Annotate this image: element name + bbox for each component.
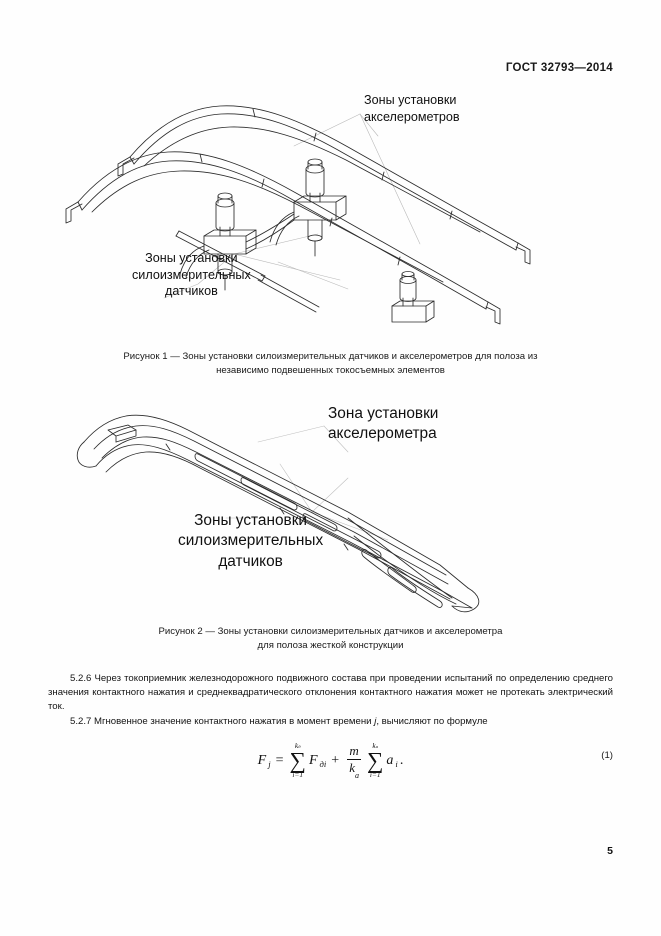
figure-2-accel-line2: акселерометра	[328, 425, 437, 443]
formula-fraction-numerator: m	[349, 743, 359, 759]
formula-sum-2-lower: i=1	[369, 769, 381, 779]
figure-1-accelerometer-annotation: Зоны установки акселерометров	[364, 92, 460, 125]
formula-number: (1)	[601, 750, 613, 761]
figure-1-caption-line1: Рисунок 1 — Зоны установки силоизмерител…	[123, 351, 538, 362]
formula-sum-2-sigma: ∑	[367, 748, 384, 774]
figure-2-force-sensor-annotation: Зоны установки силоизмерительных датчико…	[178, 511, 323, 572]
formula-plus: +	[331, 753, 340, 768]
figure-1: Зоны установки акселерометров Зоны устан…	[48, 84, 613, 334]
formula-fraction-den-var: k	[349, 759, 355, 775]
formula-sum-1: kд ∑ i=1	[290, 742, 306, 779]
figure-2-drawing	[76, 414, 480, 613]
figure-1-drawing	[65, 105, 531, 325]
figure-1-force-sensor-annotation: Зоны установки силоизмерительных датчико…	[132, 250, 251, 300]
figure-2: Зона установки акселерометра Зоны устано…	[48, 392, 613, 614]
page-number: 5	[607, 845, 613, 857]
figure-2-force-line3: датчиков	[218, 552, 283, 570]
figure-1-force-line3: датчиков	[164, 284, 218, 299]
clause-5-2-6: 5.2.6 Через токоприемник железнодорожног…	[48, 673, 613, 712]
figure-2-caption: Рисунок 2 — Зоны установки силоизмерител…	[48, 625, 613, 652]
formula-fraction: m kа	[347, 743, 362, 781]
formula-sum-1-upper-sub: д	[298, 744, 301, 750]
formula-term-2-var: a	[386, 753, 394, 768]
figure-2-force-line2: силоизмерительных	[178, 532, 324, 550]
figure-1-accel-line1: Зоны установки	[364, 93, 457, 107]
formula-sum-1-lower: i=1	[292, 769, 304, 779]
formula-sum-2: kа ∑ i=1	[367, 742, 383, 779]
formula-lhs-sub: j	[268, 759, 271, 769]
formula-term-1-sub: дi	[319, 759, 327, 769]
formula-fraction-bar	[347, 758, 362, 760]
figure-2-force-line1: Зоны установки	[194, 512, 308, 529]
figure-1-caption: Рисунок 1 — Зоны установки силоизмерител…	[48, 350, 613, 377]
body-text: 5.2.6 Через токоприемник железнодорожног…	[48, 672, 613, 730]
formula-equals: =	[275, 753, 284, 768]
figure-1-accel-line2: акселерометров	[364, 109, 460, 124]
clause-5-2-7-text-before: 5.2.7 Мгновенное значение контактного на…	[70, 715, 375, 727]
figure-2-caption-line1: Рисунок 2 — Зоны установки силоизмерител…	[158, 626, 503, 637]
formula-sum-2-upper-var: k	[372, 741, 376, 751]
formula-sum-2-upper-sub: а	[375, 744, 378, 750]
figure-1-force-line1: Зоны установки	[145, 251, 238, 265]
formula-sum-1-upper-var: k	[294, 741, 299, 751]
formula-sum-1-sigma: ∑	[289, 748, 306, 774]
figure-2-caption-line2: для полоза жесткой конструкции	[257, 639, 404, 651]
formula-sum-1-upper: kд	[295, 742, 301, 751]
formula-sum-2-upper: kа	[372, 742, 378, 751]
clause-5-2-7-text-after: , вычисляют по формуле	[376, 715, 488, 727]
figure-1-caption-line2: независимо подвешенных токосъемных элеме…	[216, 364, 445, 376]
clause-5-2-7-variable: j	[374, 715, 377, 727]
formula-fraction-denominator: kа	[347, 759, 361, 781]
figure-2-accel-line1: Зона установки	[328, 405, 439, 422]
figure-1-force-line2: силоизмерительных	[132, 267, 251, 282]
formula-term-2-sub: i	[395, 759, 398, 769]
formula-lhs-var: F	[257, 753, 267, 768]
formula-fraction-den-sub: а	[354, 771, 360, 781]
standard-header: ГОСТ 32793—2014	[505, 62, 613, 74]
figure-2-accelerometer-annotation: Зона установки акселерометра	[328, 404, 438, 445]
clause-5-2-7: 5.2.7 Мгновенное значение контактного на…	[48, 715, 613, 729]
formula-period: .	[399, 753, 404, 768]
formula-term-1-var: F	[308, 753, 318, 768]
